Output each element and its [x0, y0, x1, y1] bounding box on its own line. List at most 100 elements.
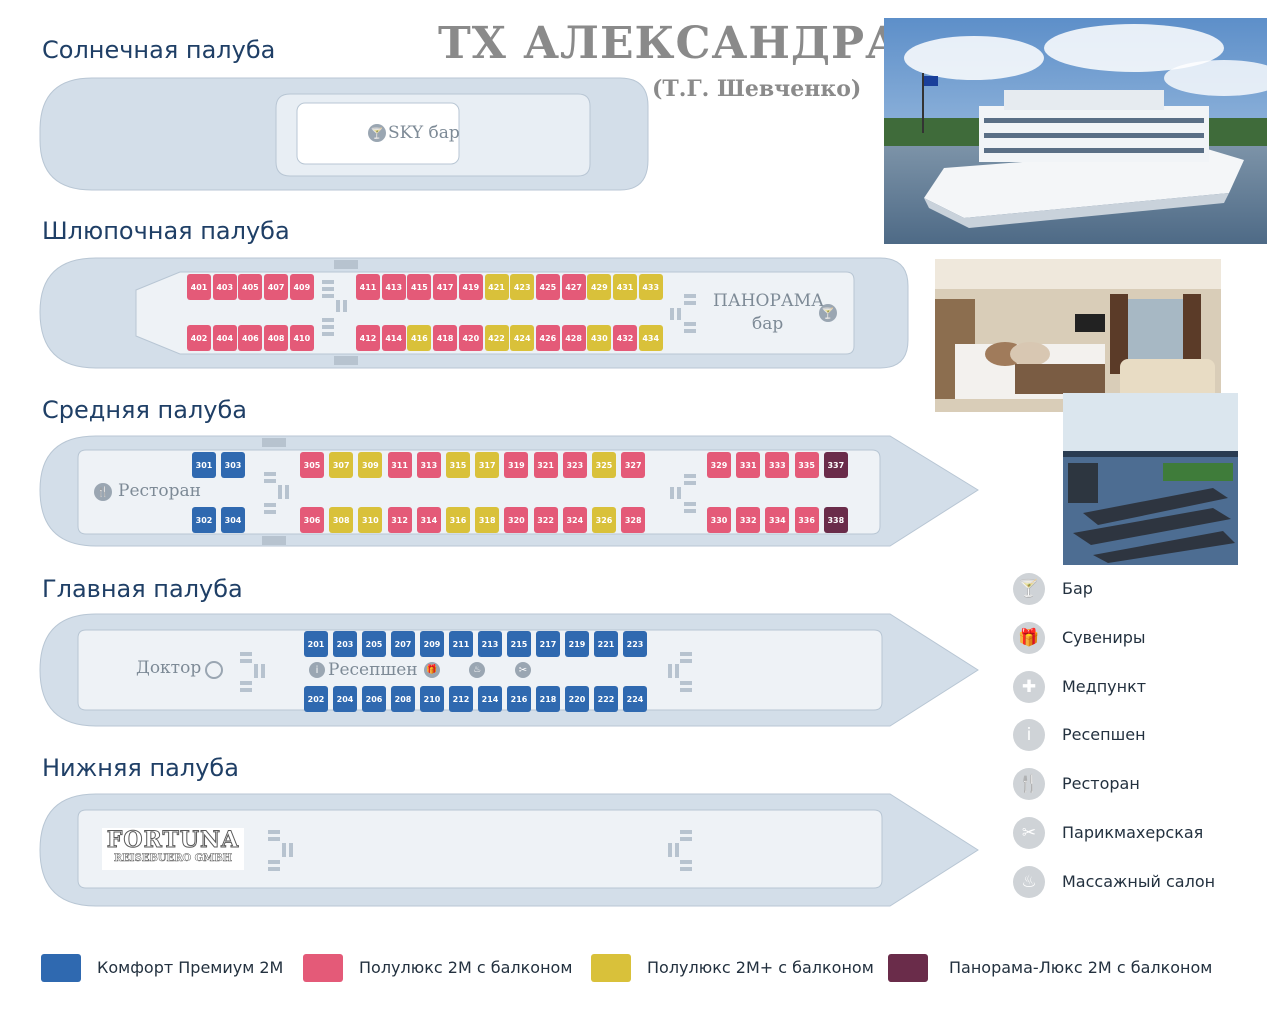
cabin-306[interactable]: 306 — [300, 507, 324, 533]
cabin-224[interactable]: 224 — [623, 686, 647, 712]
cabin-331[interactable]: 331 — [736, 452, 761, 478]
cabin-208[interactable]: 208 — [391, 686, 415, 712]
cabin-photo — [935, 259, 1221, 412]
cabin-313[interactable]: 313 — [416, 452, 441, 478]
cabin-430[interactable]: 430 — [587, 325, 612, 351]
cabin-309[interactable]: 309 — [358, 452, 383, 478]
cabin-409[interactable]: 409 — [289, 274, 314, 300]
bar-icon: 🍸 — [1013, 573, 1045, 605]
cabin-413[interactable]: 413 — [381, 274, 406, 300]
cabin-305[interactable]: 305 — [300, 452, 324, 478]
cabin-311[interactable]: 311 — [387, 452, 412, 478]
cabin-403[interactable]: 403 — [212, 274, 237, 300]
cabin-414[interactable]: 414 — [381, 325, 406, 351]
cabin-335[interactable]: 335 — [794, 452, 819, 478]
cabin-223[interactable]: 223 — [623, 631, 647, 657]
cabin-204[interactable]: 204 — [333, 686, 357, 712]
cabin-219[interactable]: 219 — [565, 631, 589, 657]
cabin-301[interactable]: 301 — [192, 452, 216, 478]
cabin-330[interactable]: 330 — [707, 507, 731, 533]
cabin-401[interactable]: 401 — [187, 274, 211, 300]
cabin-319[interactable]: 319 — [504, 452, 529, 478]
cabin-338[interactable]: 338 — [823, 507, 848, 533]
cabin-424[interactable]: 424 — [510, 325, 535, 351]
cabin-307[interactable]: 307 — [329, 452, 354, 478]
cabin-416[interactable]: 416 — [407, 325, 432, 351]
cabin-425[interactable]: 425 — [535, 274, 560, 300]
cabin-431[interactable]: 431 — [613, 274, 637, 300]
cabin-328[interactable]: 328 — [621, 507, 646, 533]
cabin-201[interactable]: 201 — [304, 631, 328, 657]
cabin-423[interactable]: 423 — [510, 274, 535, 300]
cabin-336[interactable]: 336 — [794, 507, 819, 533]
cabin-434[interactable]: 434 — [638, 325, 663, 351]
cabin-318[interactable]: 318 — [475, 507, 500, 533]
cabin-302[interactable]: 302 — [192, 507, 216, 533]
cabin-314[interactable]: 314 — [416, 507, 441, 533]
cabin-322[interactable]: 322 — [533, 507, 558, 533]
cabin-210[interactable]: 210 — [420, 686, 444, 712]
cabin-222[interactable]: 222 — [594, 686, 618, 712]
cabin-433[interactable]: 433 — [638, 274, 663, 300]
cabin-419[interactable]: 419 — [458, 274, 483, 300]
cabin-426[interactable]: 426 — [535, 325, 560, 351]
cabin-209[interactable]: 209 — [420, 631, 444, 657]
cabin-202[interactable]: 202 — [304, 686, 328, 712]
cabin-412[interactable]: 412 — [356, 325, 380, 351]
cabin-220[interactable]: 220 — [565, 686, 589, 712]
cabin-417[interactable]: 417 — [433, 274, 458, 300]
cabin-321[interactable]: 321 — [533, 452, 558, 478]
cabin-418[interactable]: 418 — [433, 325, 458, 351]
stairs-middle-2 — [670, 474, 696, 513]
cabin-312[interactable]: 312 — [387, 507, 412, 533]
cabin-221[interactable]: 221 — [594, 631, 618, 657]
cabin-420[interactable]: 420 — [458, 325, 483, 351]
cabin-428[interactable]: 428 — [561, 325, 586, 351]
cabin-429[interactable]: 429 — [587, 274, 612, 300]
cabin-216[interactable]: 216 — [507, 686, 531, 712]
cabin-218[interactable]: 218 — [536, 686, 560, 712]
cabin-308[interactable]: 308 — [329, 507, 354, 533]
cabin-323[interactable]: 323 — [562, 452, 587, 478]
cabin-408[interactable]: 408 — [264, 325, 289, 351]
cabin-333[interactable]: 333 — [765, 452, 790, 478]
cabin-320[interactable]: 320 — [504, 507, 529, 533]
cabin-217[interactable]: 217 — [536, 631, 560, 657]
cabin-324[interactable]: 324 — [562, 507, 587, 533]
cabin-427[interactable]: 427 — [561, 274, 586, 300]
cabin-432[interactable]: 432 — [613, 325, 637, 351]
cabin-407[interactable]: 407 — [264, 274, 289, 300]
cabin-332[interactable]: 332 — [736, 507, 761, 533]
cabin-421[interactable]: 421 — [484, 274, 509, 300]
cabin-303[interactable]: 303 — [221, 452, 245, 478]
cabin-415[interactable]: 415 — [407, 274, 432, 300]
cabin-405[interactable]: 405 — [238, 274, 263, 300]
cabin-213[interactable]: 213 — [478, 631, 502, 657]
cabin-207[interactable]: 207 — [391, 631, 415, 657]
cabin-327[interactable]: 327 — [621, 452, 646, 478]
cabin-411[interactable]: 411 — [356, 274, 380, 300]
cabin-203[interactable]: 203 — [333, 631, 357, 657]
cabin-310[interactable]: 310 — [358, 507, 383, 533]
amenity-label: Медпункт — [1062, 676, 1147, 696]
cabin-205[interactable]: 205 — [362, 631, 386, 657]
cabin-212[interactable]: 212 — [449, 686, 473, 712]
cabin-316[interactable]: 316 — [446, 507, 470, 533]
cabin-326[interactable]: 326 — [592, 507, 616, 533]
cabin-410[interactable]: 410 — [289, 325, 314, 351]
cabin-211[interactable]: 211 — [449, 631, 473, 657]
cabin-404[interactable]: 404 — [212, 325, 237, 351]
cabin-214[interactable]: 214 — [478, 686, 502, 712]
cabin-215[interactable]: 215 — [507, 631, 531, 657]
cabin-334[interactable]: 334 — [765, 507, 790, 533]
cabin-422[interactable]: 422 — [484, 325, 509, 351]
cabin-315[interactable]: 315 — [446, 452, 470, 478]
cabin-329[interactable]: 329 — [707, 452, 731, 478]
cabin-317[interactable]: 317 — [475, 452, 500, 478]
cabin-337[interactable]: 337 — [823, 452, 848, 478]
cabin-325[interactable]: 325 — [592, 452, 616, 478]
cabin-402[interactable]: 402 — [187, 325, 211, 351]
cabin-304[interactable]: 304 — [221, 507, 245, 533]
cabin-206[interactable]: 206 — [362, 686, 386, 712]
cabin-406[interactable]: 406 — [238, 325, 263, 351]
